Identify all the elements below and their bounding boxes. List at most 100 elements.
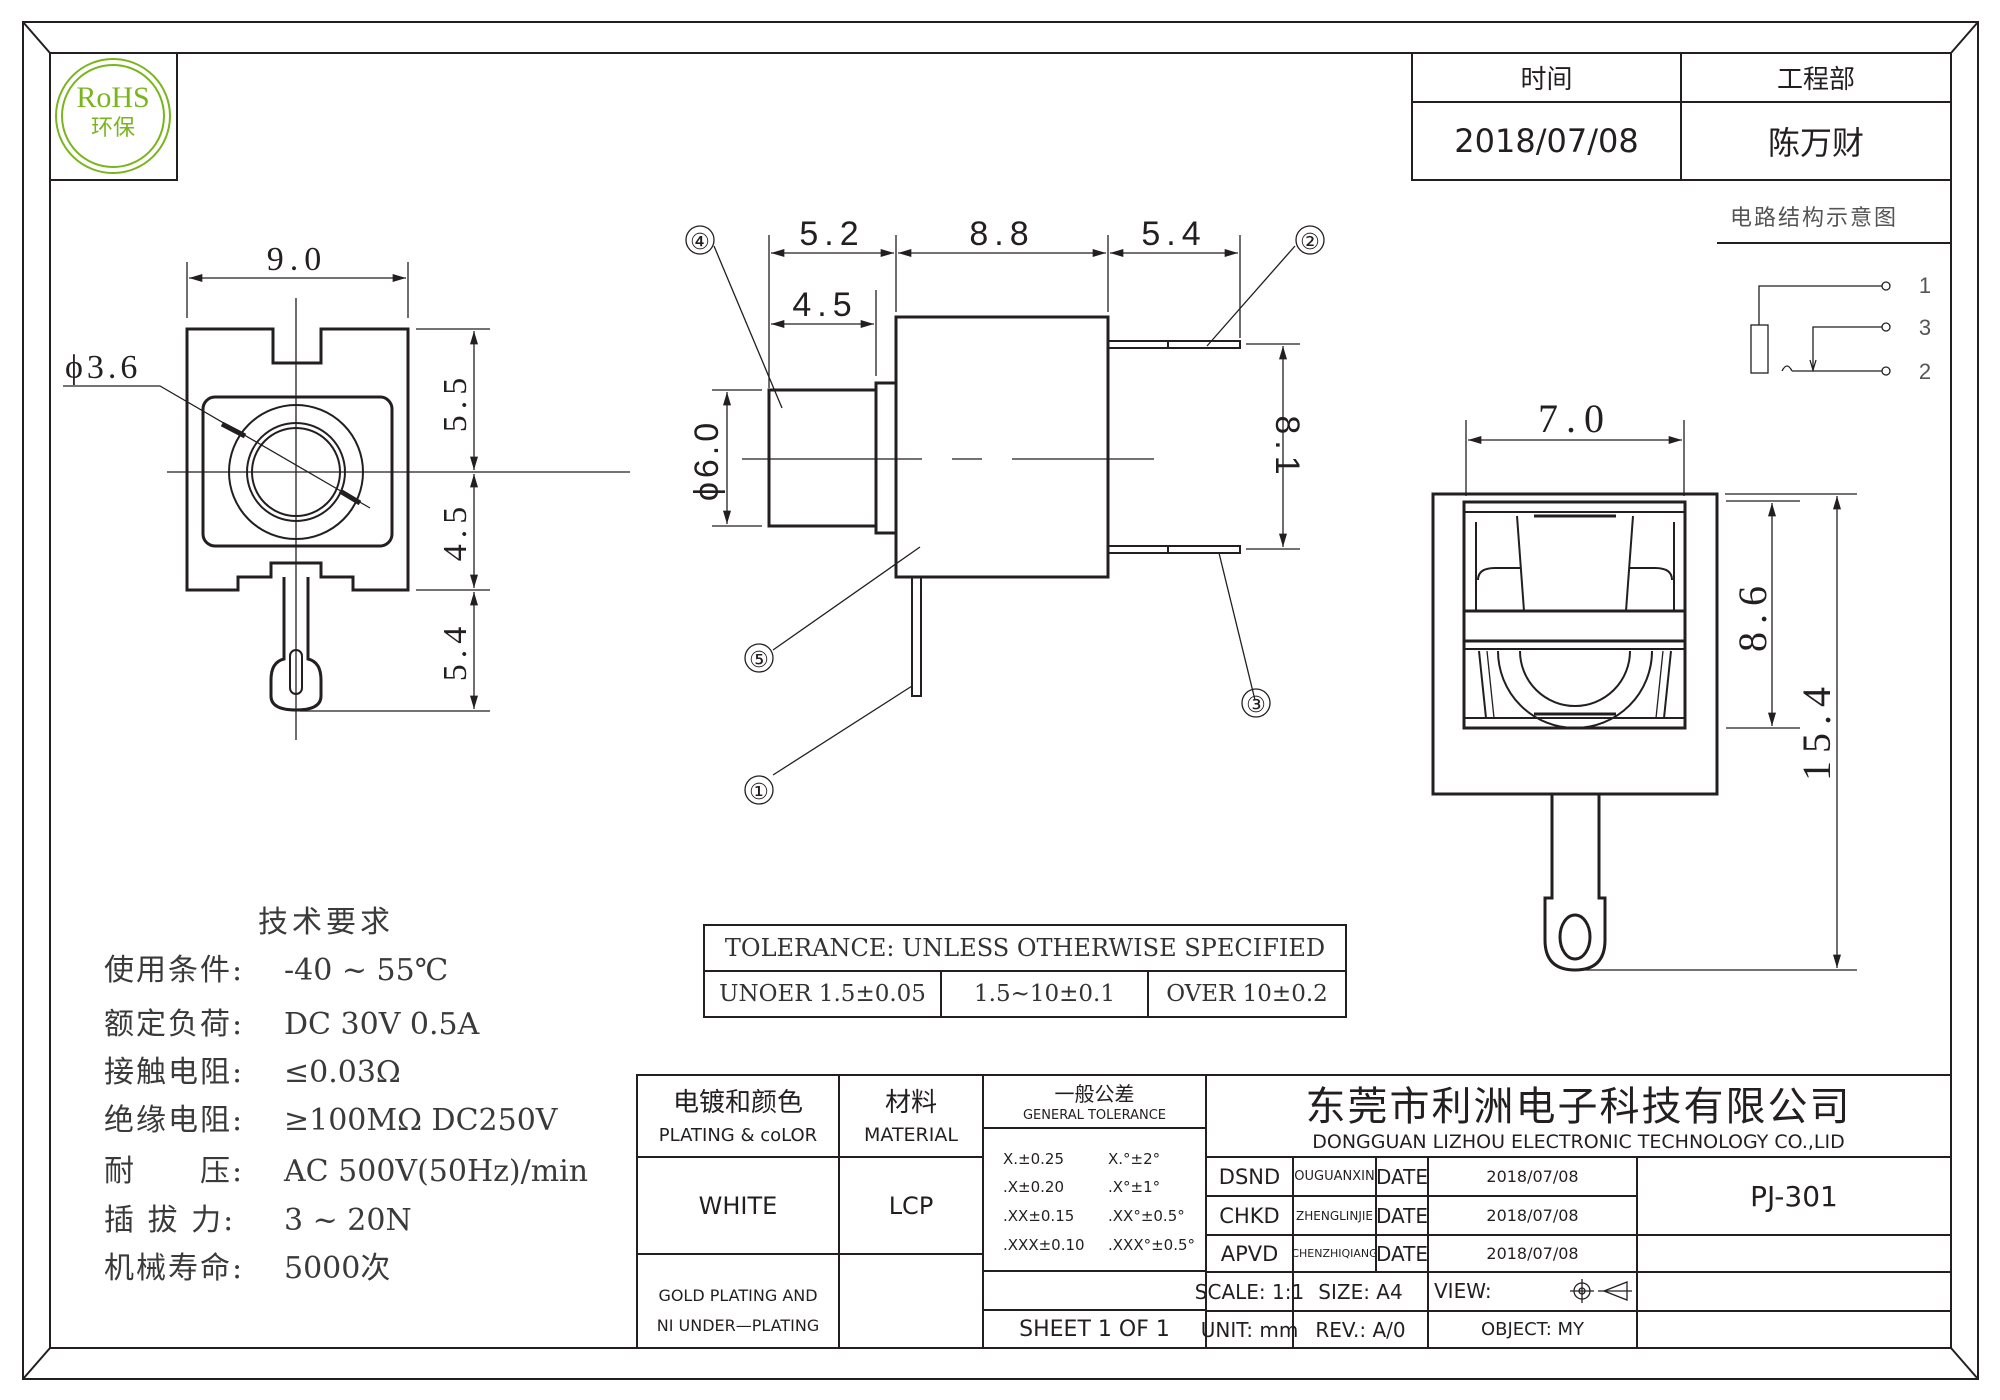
tech-req-insertion-force: 插 拔 力: 3 ~ 20N (104, 1195, 412, 1239)
signoff-date-apvd: 2018/07/08 (1486, 1244, 1579, 1263)
scale-field: SCALE: 1:1 (1194, 1279, 1305, 1304)
signoff-name-chkd: ZHENGLINJIE (1296, 1208, 1373, 1223)
signoff-name-dsnd: OUGUANXIN (1294, 1169, 1375, 1184)
tech-req-key: 使用条件: (104, 953, 245, 988)
tech-req-key: 插 拔 力: (104, 1203, 236, 1238)
tech-req-withstand-voltage: 耐 压:AC 500V(50Hz)/min (104, 1146, 588, 1190)
rohs-badge-label: RoHS (76, 81, 150, 114)
tolerance-angular-1: .X°±1° (1108, 1178, 1161, 1196)
tolerance-cell-under: UNOER 1.5±0.05 (719, 981, 926, 1007)
callout-2-circle (1295, 225, 1325, 255)
switch-contact-icon (1781, 365, 1793, 372)
unit-field: UNIT: mm (1200, 1317, 1299, 1342)
pin-2-terminal (1881, 366, 1891, 376)
callout-5: ⑤ (749, 647, 769, 672)
company-name-en: DONGGUAN LIZHOU ELECTRONIC TECHNOLOGY CO… (1312, 1130, 1845, 1153)
tech-req-value: -40 ~ 55℃ (284, 953, 449, 988)
rohs-inner-ring (61, 64, 165, 168)
circuit-title: 电路结构示意图 (1730, 206, 1899, 231)
signoff-date-label-chkd: DATE (1375, 1203, 1429, 1228)
rohs-badge (49, 52, 178, 181)
view-field-label: VIEW: (1434, 1279, 1492, 1303)
tech-req-key: 机械寿命: (104, 1251, 245, 1286)
dim-5-4: 5.4 (437, 621, 474, 682)
side-collar (874, 381, 898, 535)
signoff-date-label-apvd: DATE (1375, 1241, 1429, 1266)
callout-4-circle (685, 225, 715, 255)
tolerance-linear-2: .XX±0.15 (1003, 1207, 1075, 1225)
dim-8-6: 8.6 (1730, 578, 1775, 652)
tech-req-operating-temp: 使用条件: -40 ~ 55℃ (104, 945, 448, 989)
tolerance-cell-over: OVER 10±0.2 (1166, 981, 1328, 1007)
projection-symbol-icon (1570, 1279, 1632, 1303)
side-view (685, 225, 1325, 805)
dim-4-5: 4.5 (437, 501, 474, 562)
callout-1: ① (749, 779, 769, 804)
dim-5-2: 5.2 (799, 215, 864, 253)
tech-req-value: ≥100MΩ DC250V (284, 1103, 558, 1138)
side-pin-2 (1107, 340, 1241, 349)
approval-engineer: 陈万财 (1767, 124, 1864, 162)
bottom-outer-arc (1497, 650, 1653, 729)
bottom-tab-hole (1558, 913, 1592, 961)
signoff-date-dsnd: 2018/07/08 (1486, 1167, 1579, 1186)
sheet-number: SHEET 1 OF 1 (1019, 1316, 1170, 1342)
dim-5-4-pins: 5.4 (1141, 215, 1206, 253)
circuit-schematic (1750, 281, 1891, 376)
dim-9-0: 9.0 (267, 241, 328, 278)
bottom-solder-tab (1543, 794, 1607, 972)
circuit-wire-1 (1758, 285, 1882, 325)
tech-req-value: 3 ~ 20N (284, 1203, 412, 1238)
tolerance-cell-mid: 1.5~10±0.1 (974, 981, 1115, 1007)
front-body-outline (185, 327, 410, 592)
plating-header-en: PLATING & coLOR (658, 1124, 818, 1146)
rev-field: REV.: A/0 (1315, 1317, 1406, 1342)
tech-req-key: 额定负荷: (104, 1007, 245, 1042)
pin-label-2: 2 (1919, 359, 1931, 384)
general-tolerance-en: GENERAL TOLERANCE (1022, 1107, 1167, 1123)
tech-req-contact-resistance: 接触电阻:≤0.03Ω (104, 1047, 401, 1091)
tech-req-key: 耐 压: (104, 1154, 245, 1189)
tech-req-insulation: 绝缘电阻:≥100MΩ DC250V (104, 1095, 557, 1139)
dim-5-5: 5.5 (437, 372, 474, 433)
tolerance-linear-3: .XXX±0.10 (1003, 1236, 1085, 1254)
approval-header-time: 时间 (1520, 65, 1573, 95)
tech-req-value: DC 30V 0.5A (284, 1007, 480, 1042)
dim-phi-6-0: ϕ6.0 (688, 419, 726, 501)
material-value: LCP (888, 1191, 934, 1220)
plating-value: WHITE (698, 1191, 778, 1220)
tech-req-value: ≤0.03Ω (284, 1055, 401, 1090)
dim-4-5-plug: 4.5 (792, 286, 857, 324)
signoff-name-apvd: CHENZHIQIANG (1291, 1247, 1378, 1260)
general-tolerance-cn: 一般公差 (1054, 1081, 1135, 1106)
pin-label-1: 1 (1919, 273, 1931, 298)
tolerance-linear-0: X.±0.25 (1003, 1150, 1065, 1168)
tolerance-box-lines (703, 924, 1347, 1018)
bottom-inner-arc (1519, 650, 1631, 707)
plating-header-cn: 电镀和颜色 (672, 1087, 803, 1118)
side-plug-barrel (767, 388, 878, 528)
rohs-badge-subtitle: 环保 (90, 116, 135, 141)
company-name-cn: 东莞市利洲电子科技有限公司 (1305, 1084, 1852, 1130)
material-header-cn: 材料 (884, 1087, 937, 1118)
approval-table-lines (1411, 52, 1952, 244)
plating-note-line-2: NI UNDER—PLATING (656, 1315, 820, 1335)
side-pin-3 (1107, 545, 1241, 554)
material-header-en: MATERIAL (864, 1124, 958, 1146)
callout-3: ③ (1246, 692, 1266, 717)
callout-3-circle (1241, 688, 1271, 718)
dim-phi-3-6: ϕ3.6 (65, 349, 141, 386)
front-view (63, 262, 630, 740)
callout-4: ④ (690, 229, 710, 254)
tolerance-angular-2: .XX°±0.5° (1108, 1207, 1185, 1225)
callout-5-circle (744, 643, 774, 673)
tech-req-rated-load: 额定负荷: DC 30V 0.5A (104, 999, 479, 1043)
approval-date: 2018/07/08 (1454, 122, 1639, 160)
pin-label-3: 3 (1919, 315, 1931, 340)
tech-requirements-title: 技术要求 (258, 905, 394, 940)
signoff-role-chkd: CHKD (1219, 1203, 1280, 1228)
bottom-inner (1462, 500, 1687, 730)
signoff-role-dsnd: DSND (1218, 1164, 1281, 1189)
dim-15-4: 15.4 (1794, 679, 1839, 781)
